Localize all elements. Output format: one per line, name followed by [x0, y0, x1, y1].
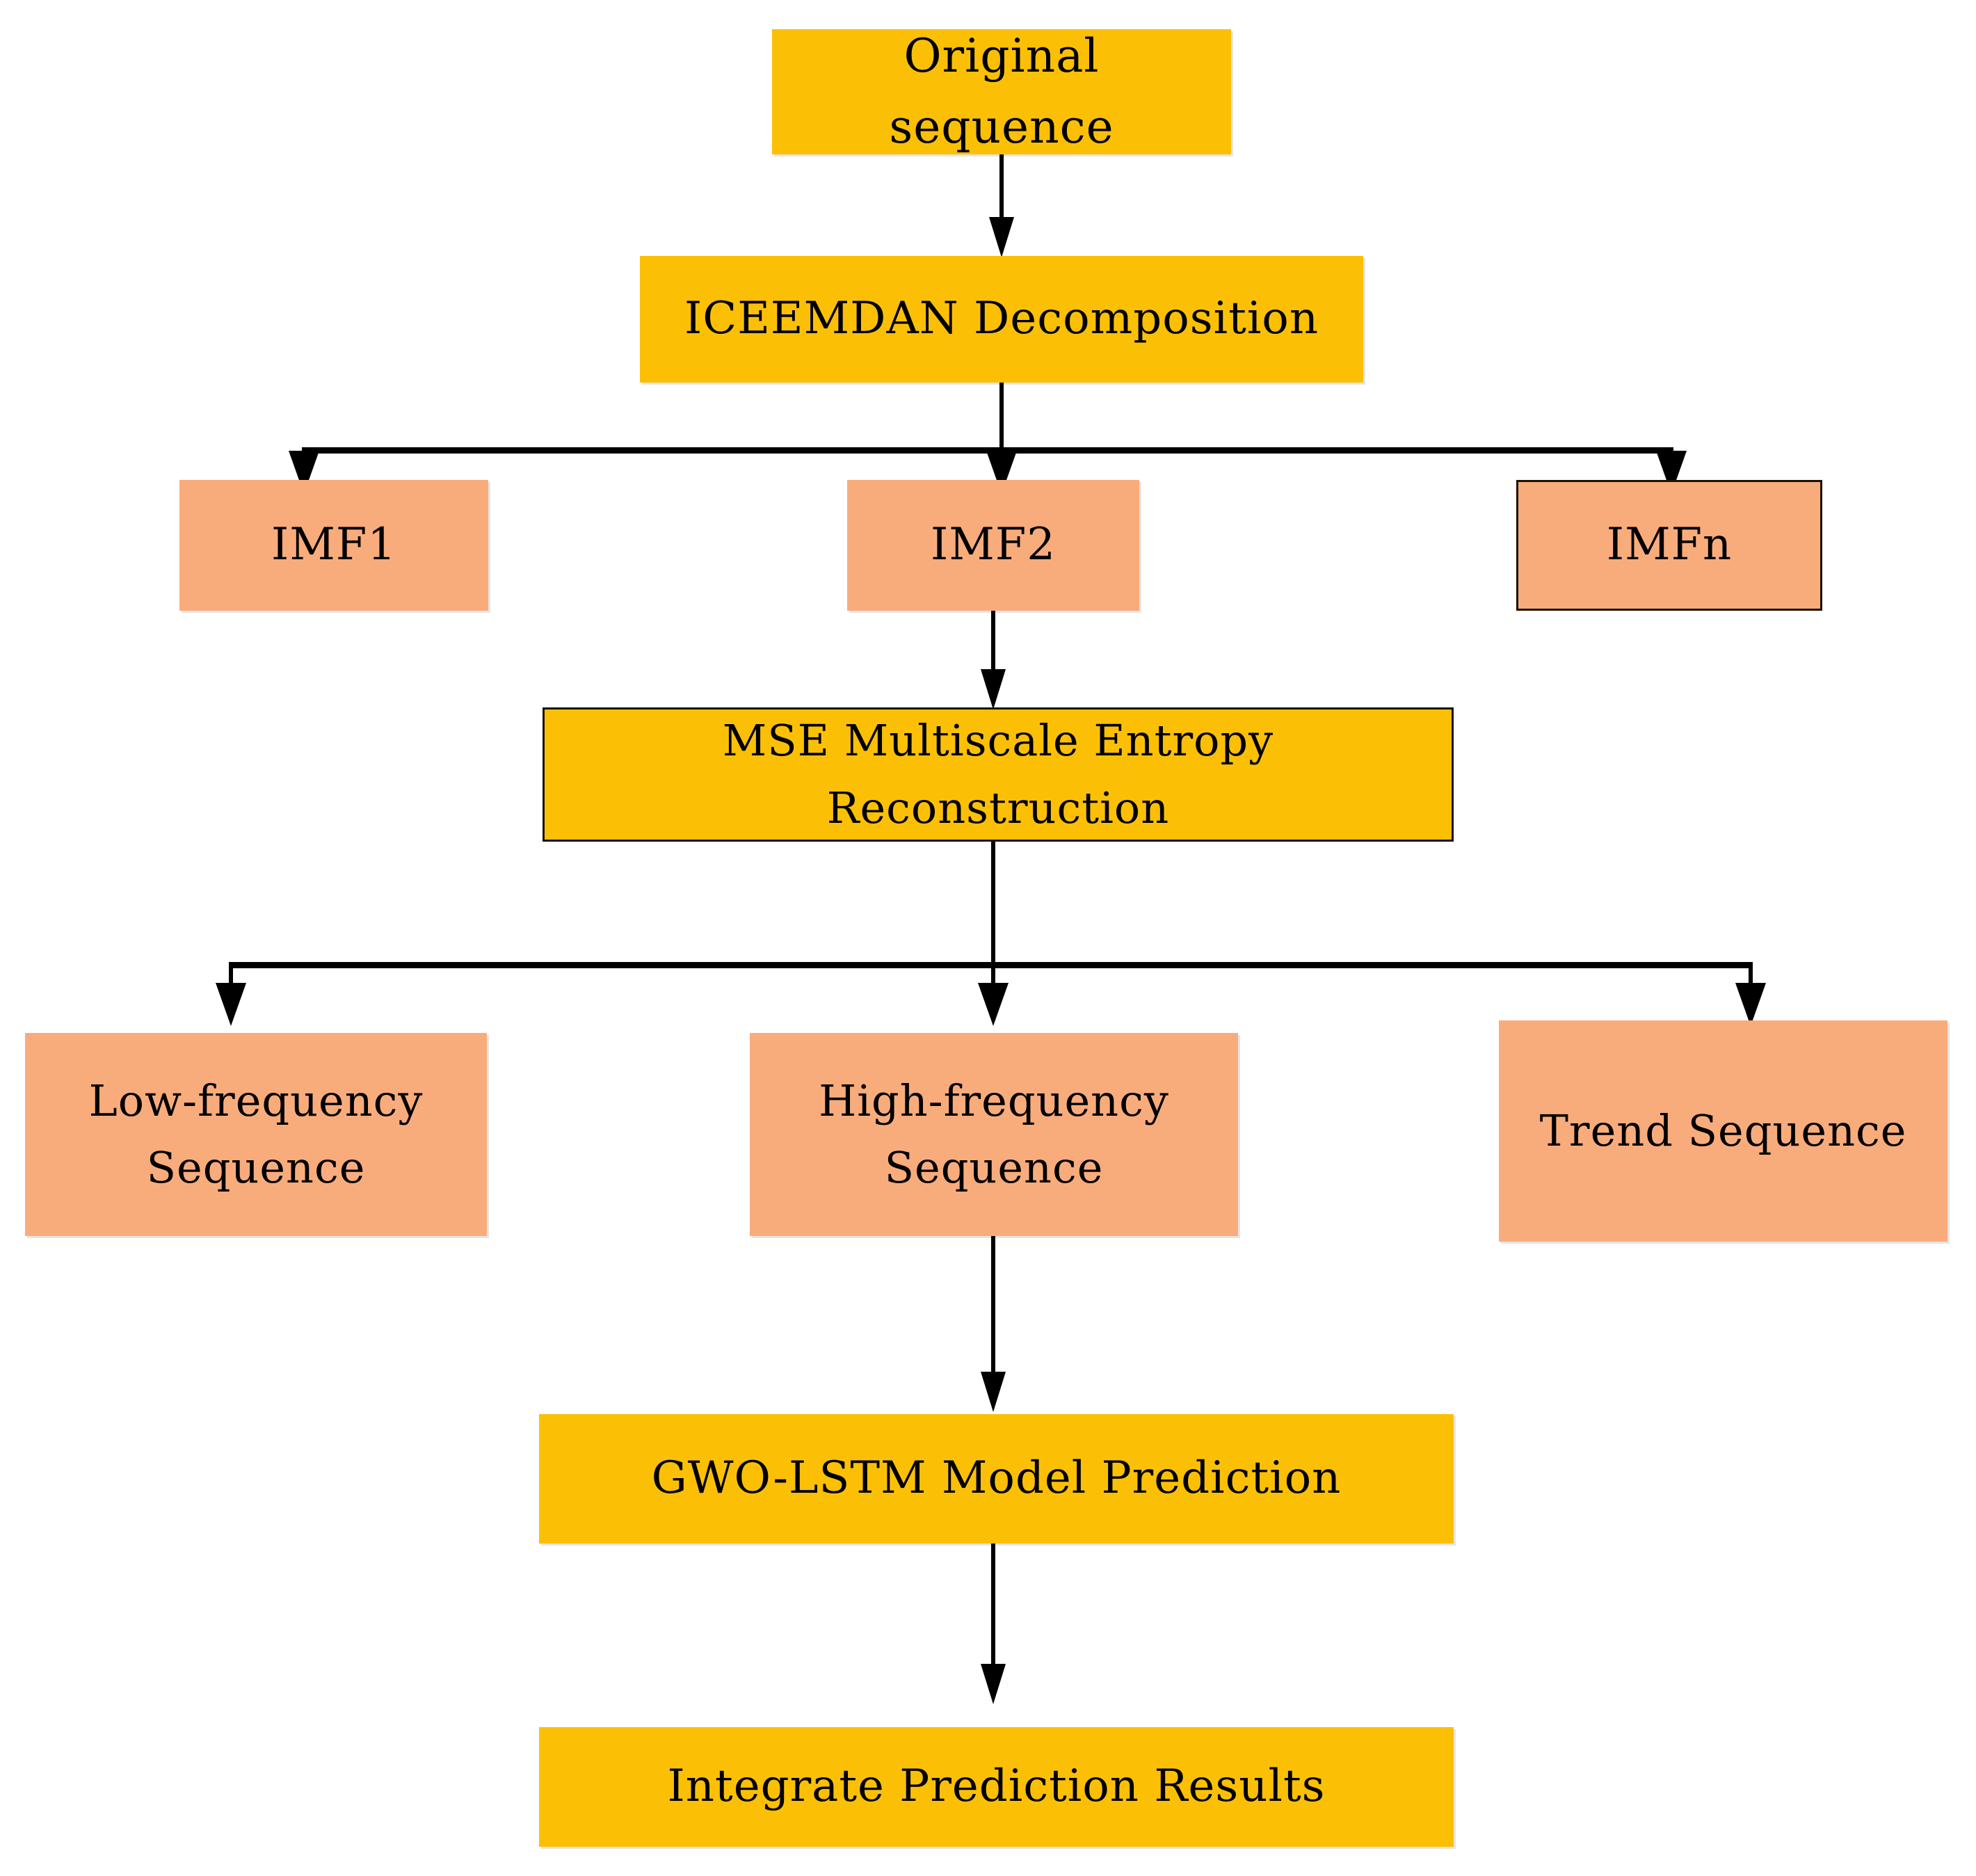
node-mse-reconstruction[interactable]: MSE Multiscale Entropy Reconstruction — [543, 707, 1454, 842]
edge-mse-to-trend-arrowhead — [1735, 983, 1766, 1026]
node-high-frequency-sequence[interactable]: High-frequency Sequence — [750, 1033, 1238, 1236]
node-imf1[interactable]: IMF1 — [179, 480, 488, 611]
edge-high-frequency-to-gwo-line — [991, 1236, 995, 1390]
edge-gwo-to-integrate-arrowhead — [981, 1664, 1006, 1704]
edge-high-frequency-to-gwo-arrowhead — [981, 1372, 1006, 1412]
edge-imf2-to-mse-line — [991, 611, 995, 689]
edge-original-to-iceemdan-arrowhead — [989, 217, 1014, 257]
node-integrate-prediction-results[interactable]: Integrate Prediction Results — [539, 1727, 1454, 1847]
bus2-rail — [229, 962, 1753, 968]
bus1-rail — [302, 447, 1673, 454]
node-low-frequency-sequence[interactable]: Low-frequency Sequence — [25, 1033, 487, 1236]
node-iceemdan-decomposition[interactable]: ICEEMDAN Decomposition — [640, 256, 1363, 383]
edge-mse-to-low-frequency-arrowhead — [216, 983, 246, 1026]
node-imf2[interactable]: IMF2 — [847, 480, 1139, 611]
edge-mse-to-high-frequency-arrowhead — [978, 983, 1009, 1026]
edge-imf2-to-mse-arrowhead — [981, 669, 1006, 709]
node-trend-sequence[interactable]: Trend Sequence — [1499, 1020, 1947, 1242]
node-imfn[interactable]: IMFn — [1516, 480, 1822, 611]
edge-gwo-to-integrate-line — [991, 1544, 995, 1683]
bus2-stem — [991, 842, 995, 967]
bus1-stem — [999, 383, 1004, 452]
edge-original-to-iceemdan-line — [999, 154, 1004, 236]
node-original-sequence[interactable]: Original sequence — [772, 29, 1231, 154]
node-gwo-lstm-prediction[interactable]: GWO-LSTM Model Prediction — [539, 1414, 1454, 1544]
